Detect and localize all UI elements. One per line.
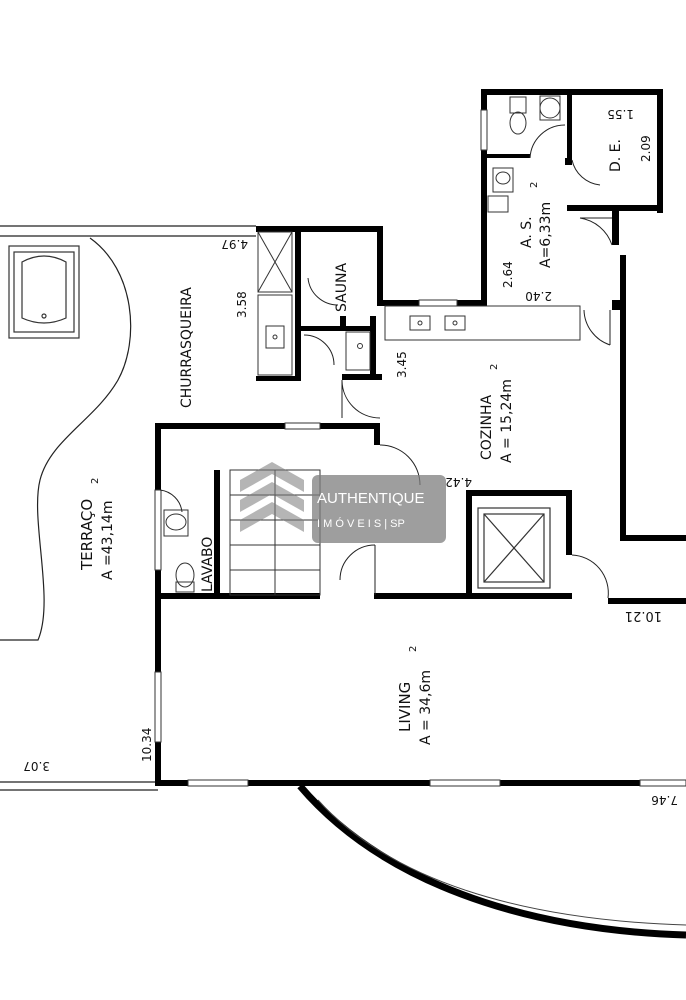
jacuzzi [8, 245, 80, 339]
lavabo-fixtures [163, 509, 195, 593]
watermark-bar [312, 475, 446, 543]
watermark-line1: AUTHENTIQUE [317, 490, 425, 507]
dimension-1-55: 1.55 [607, 107, 634, 121]
dimension-2-09: 2.09 [639, 135, 653, 162]
dimension-10-21: 10.21 [625, 608, 662, 623]
watermark-logo-icon [240, 462, 304, 532]
dimension-2-40: 2.40 [525, 289, 552, 303]
room-label-living: LIVING A = 34,6m 2 [396, 646, 434, 745]
dimension-7-46: 7.46 [651, 793, 678, 807]
dimension-4-97: 4.97 [221, 237, 248, 251]
terraco-area-sup: 2 [90, 478, 101, 484]
as-area: A=6,33m [538, 202, 554, 268]
terraco-name: TERRAÇO [78, 499, 96, 571]
living-area-sup: 2 [408, 646, 419, 652]
kitchen-counter [384, 305, 581, 341]
terraco-area: A =43,14m [100, 501, 116, 580]
living-area: A = 34,6m [418, 670, 434, 745]
churrasqueira-name: CHURRASQUEIRA [179, 287, 195, 408]
balcony-curve [297, 783, 686, 939]
elevator [477, 507, 551, 589]
dimension-10-34: 10.34 [140, 728, 154, 762]
sauna-name: SAUNA [334, 263, 350, 312]
watermark-line2: I M Ó V E I S | SP [317, 517, 405, 530]
cozinha-name: COZINHA [479, 394, 495, 460]
room-label-as: A. S. A=6,33m 2 [519, 182, 554, 268]
as-area-sup: 2 [529, 182, 540, 188]
service-area-fixtures [487, 95, 561, 213]
de-name: D. E. [608, 139, 624, 172]
room-label-terraco: TERRAÇO A =43,14m 2 [78, 478, 116, 580]
lavabo-name: LAVABO [200, 537, 216, 592]
dimension-3-45: 3.45 [395, 351, 409, 378]
cozinha-area-sup: 2 [489, 364, 500, 370]
terrace-outline [0, 225, 256, 791]
windows [154, 109, 686, 787]
room-label-cozinha: COZINHA A = 15,24m 2 [479, 364, 515, 463]
living-name: LIVING [396, 682, 414, 732]
dimension-2-64: 2.64 [501, 261, 515, 288]
watermark: AUTHENTIQUE I M Ó V E I S | SP [240, 462, 446, 543]
dimension-3-07: 3.07 [23, 759, 50, 773]
cozinha-area: A = 15,24m [499, 379, 515, 463]
as-name: A. S. [519, 216, 535, 248]
doors [159, 124, 613, 599]
dimension-3-58: 3.58 [235, 291, 249, 318]
barbecue-fixtures [257, 231, 371, 376]
dimension-4-42: 4.42 [445, 475, 472, 489]
balcony-curve-inner [317, 799, 686, 926]
